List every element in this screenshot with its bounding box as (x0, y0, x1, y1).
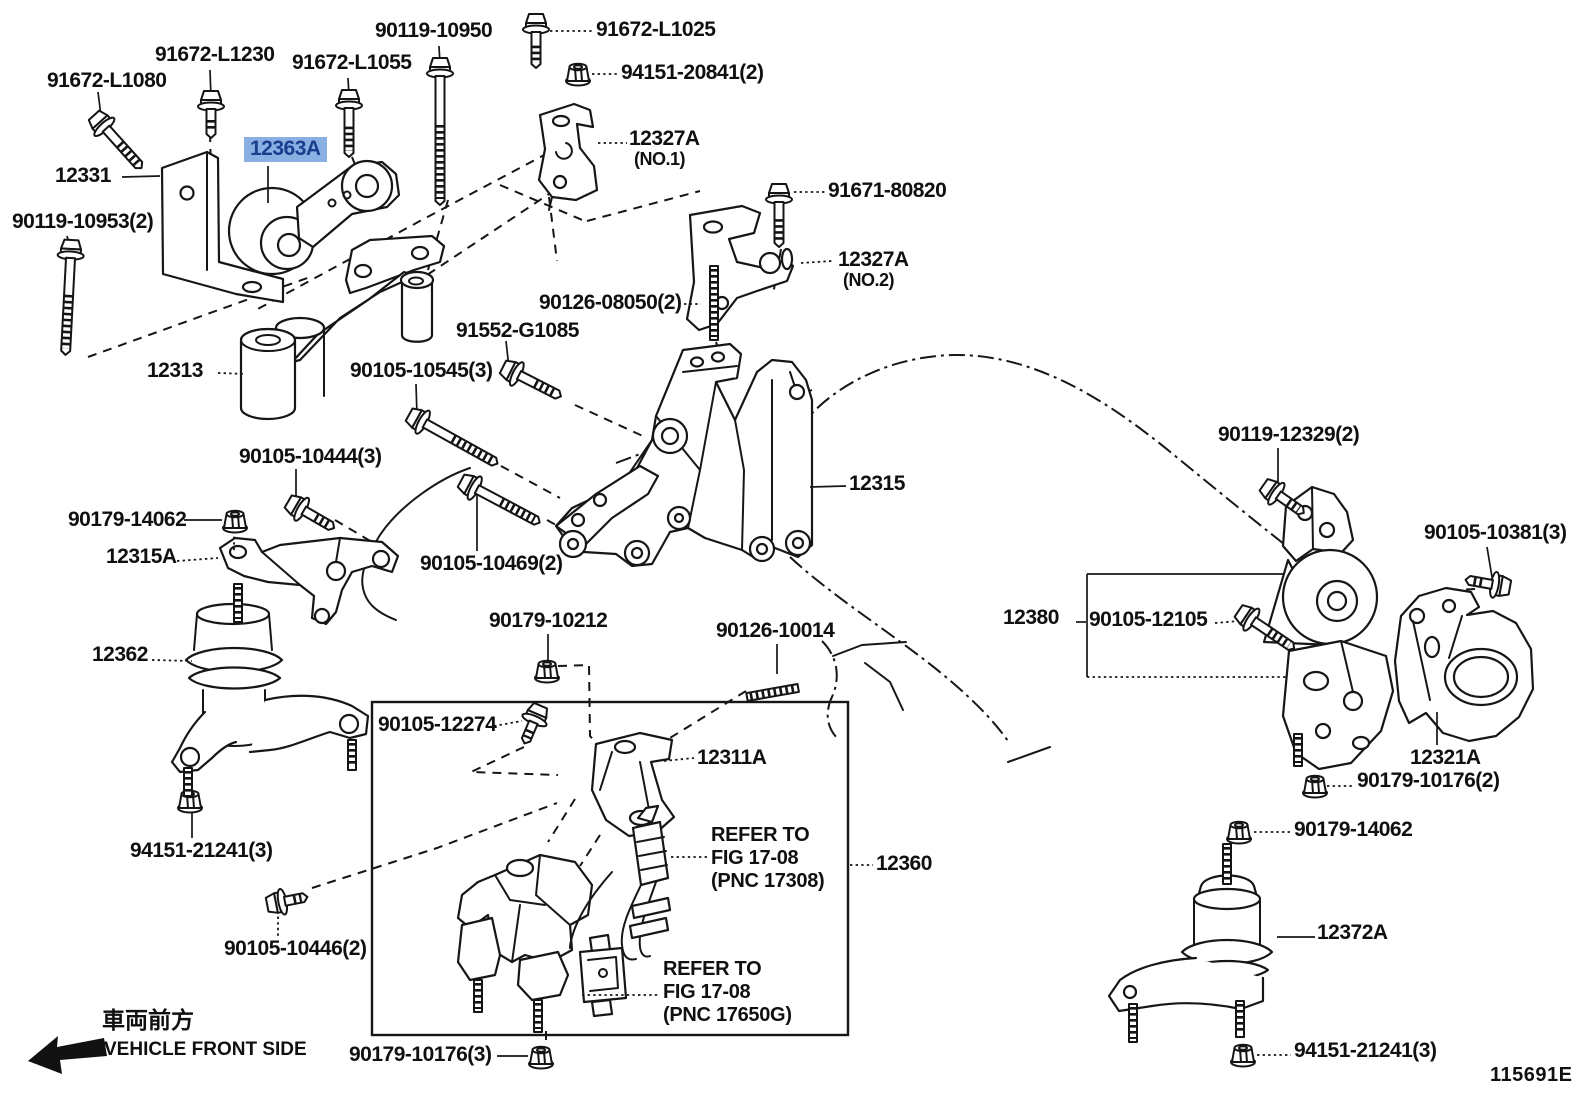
part-12380-bracket-assembly-drawing[interactable] (1262, 485, 1395, 771)
stud-drawing-12372A-stud (1235, 1000, 1245, 1038)
part-12311a-bracket-drawing[interactable] (590, 731, 676, 838)
nut-drawing-90179-10176 (528, 1045, 554, 1070)
part-label-p12363A[interactable]: 12363A (244, 137, 327, 162)
part-label-p9017914062R[interactable]: 90179-14062 (1294, 818, 1413, 841)
part-12327a-no1-bracket-drawing[interactable] (537, 102, 599, 211)
part-label-p9017910176_2[interactable]: 90179-10176(2) (1357, 769, 1500, 792)
nut-drawing-90179-14062 (1226, 820, 1252, 845)
nut-drawing-90179-10212 (534, 659, 560, 684)
part-label-p91552G1085[interactable]: 91552-G1085 (456, 319, 579, 342)
part-label-p9017914062L[interactable]: 90179-14062 (68, 508, 187, 531)
part-label-p9011912329[interactable]: 90119-12329(2) (1218, 423, 1360, 446)
part-12360-mounting-assembly-drawing[interactable] (456, 804, 672, 1018)
part-label-p12372A[interactable]: 12372A (1317, 921, 1388, 944)
part-label-p12327A1[interactable]: 12327A(NO.1) (629, 127, 700, 169)
bolt-drawing-90105-10444 (283, 494, 336, 531)
part-label-p9010510469[interactable]: 90105-10469(2) (420, 552, 563, 575)
bolt-drawing-90105-12274 (520, 701, 548, 745)
stud-drawing-90126-08050 (709, 265, 719, 341)
assembly-box-12360 (370, 700, 850, 1037)
stud-drawing-12360-stud (533, 999, 543, 1033)
part-label-p9011910953[interactable]: 90119-10953(2) (12, 210, 154, 233)
nut-drawing-90179-14062 (222, 509, 248, 534)
part-label-p9017910212[interactable]: 90179-10212 (489, 609, 608, 632)
part-12372a-engine-mounting-insulator-drawing[interactable] (1107, 874, 1274, 1013)
part-12321a-bracket-drawing[interactable] (1393, 586, 1535, 743)
part-label-p9010510381[interactable]: 90105-10381(3) (1424, 521, 1567, 544)
nut-drawing-94151-21241 (1230, 1043, 1256, 1068)
stud-drawing-12362-stud (347, 739, 357, 771)
part-label-p91672L1025[interactable]: 91672-L1025 (596, 18, 716, 41)
part-label-p9415121241L[interactable]: 94151-21241(3) (130, 839, 273, 862)
stud-drawing-12362-stud (183, 767, 193, 797)
part-label-p12315[interactable]: 12315 (849, 472, 905, 495)
bolt-drawing-90105-10446 (264, 887, 309, 916)
stud-drawing-12360-stud (473, 979, 483, 1013)
orientation-note-japanese: 車両前方 (102, 1008, 194, 1034)
part-12363a-engine-mounting-insulator-drawing[interactable] (227, 159, 401, 276)
part-label-p12362[interactable]: 12362 (92, 643, 148, 666)
part-label-p12313[interactable]: 12313 (147, 359, 203, 382)
stud-drawing-12380-stud (1293, 733, 1303, 767)
part-label-p9010510446[interactable]: 90105-10446(2) (224, 937, 367, 960)
part-label-p9010512105[interactable]: 90105-12105 (1089, 608, 1208, 631)
part-label-p9012608050[interactable]: 90126-08050(2) (539, 291, 682, 314)
callout-bracket-12380 (1086, 573, 1303, 678)
part-12313-bracket-drawing[interactable] (239, 234, 446, 421)
stud-drawing-12372A-stud (1128, 1003, 1138, 1043)
part-label-p91672L1055[interactable]: 91672-L1055 (292, 51, 412, 74)
part-label-p12360[interactable]: 12360 (876, 852, 932, 875)
bolt-drawing-90119-12329 (1258, 478, 1305, 516)
part-12362-engine-mounting-insulator-drawing[interactable] (170, 602, 370, 774)
nut-drawing-90179-10176 (1302, 774, 1328, 799)
part-label-p12327A2[interactable]: 12327A(NO.2) (838, 248, 909, 290)
part-label-p9010512274[interactable]: 90105-12274 (378, 713, 497, 736)
stud-drawing-12362-stud (233, 583, 243, 623)
bolt-drawing-90119-10953 (56, 238, 85, 356)
part-label-p12315A[interactable]: 12315A (106, 545, 177, 568)
part-label-p9012610014[interactable]: 90126-10014 (716, 619, 835, 642)
nut-drawing-94151-20841 (565, 62, 591, 87)
part-label-p12331[interactable]: 12331 (55, 164, 111, 187)
part-label-p12311A[interactable]: 12311A (697, 746, 767, 769)
bolt-drawing-91671-80820 (765, 183, 793, 248)
part-label-p91672L1230[interactable]: 91672-L1230 (155, 43, 275, 66)
bolt-drawing-91552-G1085 (498, 359, 562, 400)
part-label-p9011910950[interactable]: 90119-10950 (375, 19, 493, 42)
bolt-drawing-91672-L1080 (87, 109, 144, 170)
bolt-drawing-91672-L1055 (335, 89, 363, 158)
leader-lines (66, 30, 1493, 1057)
part-12331-drawing[interactable] (160, 150, 285, 304)
part-label-p9415120841[interactable]: 94151-20841(2) (621, 61, 764, 84)
orientation-note-english: VEHICLE FRONT SIDE (104, 1039, 307, 1060)
part-label-p9010510444[interactable]: 90105-10444(3) (239, 445, 382, 468)
part-label-p9415121241R[interactable]: 94151-21241(3) (1294, 1039, 1437, 1062)
stud-drawing-12372A-stud (1222, 843, 1232, 885)
figure-code: 115691E (1490, 1064, 1573, 1086)
part-label-p9167180820[interactable]: 91671-80820 (828, 179, 947, 202)
stud-drawing-90126-10014 (745, 683, 800, 702)
bolt-drawing-91672-L1230 (197, 90, 225, 139)
bolt-drawing-90105-12105 (1233, 604, 1296, 651)
part-12315-bracket-drawing[interactable] (554, 342, 814, 568)
part-label-p12380[interactable]: 12380 (1003, 606, 1059, 629)
part-label-p12321A[interactable]: 12321A (1410, 746, 1481, 769)
bolt-drawing-90105-10469 (456, 473, 541, 526)
part-label-p9017910176_3[interactable]: 90179-10176(3) (349, 1043, 492, 1066)
bolt-drawing-90119-10950 (426, 57, 454, 206)
bolt-drawing-91672-L1025 (522, 13, 550, 69)
vehicle-front-arrow-icon (28, 1036, 107, 1074)
bolt-drawing-90105-10381 (1464, 571, 1513, 599)
part-label-p91672L1080[interactable]: 91672-L1080 (47, 69, 167, 92)
bolt-drawing-90105-10545 (404, 407, 499, 467)
part-label-p9010510545[interactable]: 90105-10545(3) (350, 359, 493, 382)
